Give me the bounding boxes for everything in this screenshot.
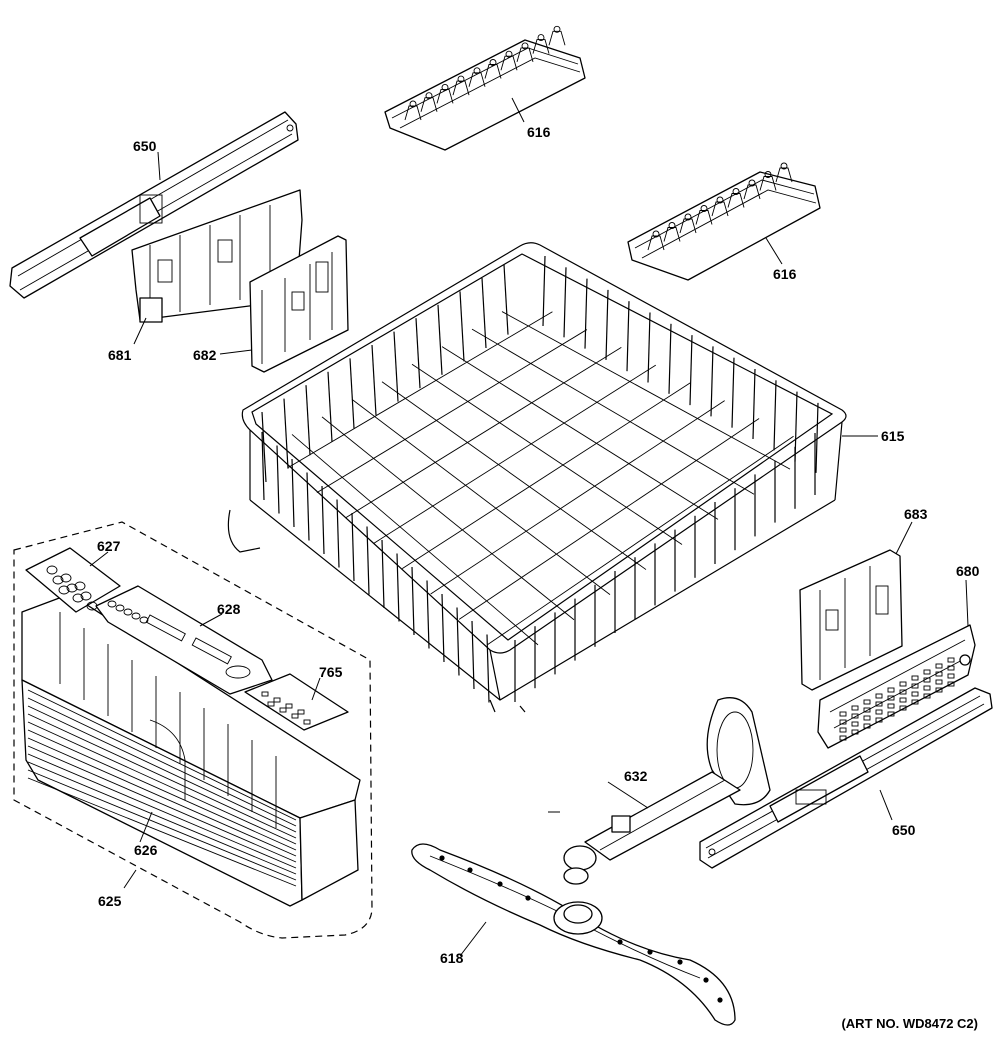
part-616-lower-clip (627, 162, 821, 281)
callout-765-small-cover: 765 (319, 664, 343, 680)
callout-616-upper-clip: 616 (527, 124, 551, 140)
callout-632-conduit: 632 (624, 768, 648, 784)
art-number-label: (ART NO. WD8472 C2) (841, 1016, 978, 1031)
part-627-basket-cover (25, 547, 121, 613)
part-618-spray-arm (411, 843, 736, 1026)
callout-680-adjuster-assembly: 680 (956, 563, 980, 579)
part-650-upper-rail (9, 111, 299, 299)
part-765-small-cover (244, 673, 349, 731)
callout-683-adjuster: 683 (904, 506, 928, 522)
part-650-lower-rail (699, 687, 993, 869)
callout-627-basket-cover: 627 (97, 538, 121, 554)
part-626-silverware-basket (21, 593, 361, 907)
callout-650-lower-rail: 650 (892, 822, 916, 838)
callout-628-basket-lid: 628 (217, 601, 241, 617)
part-616-upper-clip (384, 25, 586, 151)
part-680-adjuster-assembly (817, 624, 976, 749)
part-615-upper-rack (227, 242, 847, 713)
leader-lines (89, 97, 969, 957)
callout-625-silverware-group: 625 (98, 893, 122, 909)
part-682-adjuster-plate (249, 235, 349, 373)
callout-682-adjuster-plate: 682 (193, 347, 217, 363)
callout-650-upper-rail: 650 (133, 138, 157, 154)
part-632-conduit (563, 697, 771, 885)
callout-626-silverware-basket: 626 (134, 842, 158, 858)
callout-618-spray-arm: 618 (440, 950, 464, 966)
part-628-basket-lid (95, 585, 273, 695)
callout-616-lower-clip: 616 (773, 266, 797, 282)
group-625-boundary (13, 521, 373, 939)
part-683-adjuster (799, 549, 903, 691)
callout-615-upper-rack: 615 (881, 428, 905, 444)
callout-681-adjuster: 681 (108, 347, 132, 363)
